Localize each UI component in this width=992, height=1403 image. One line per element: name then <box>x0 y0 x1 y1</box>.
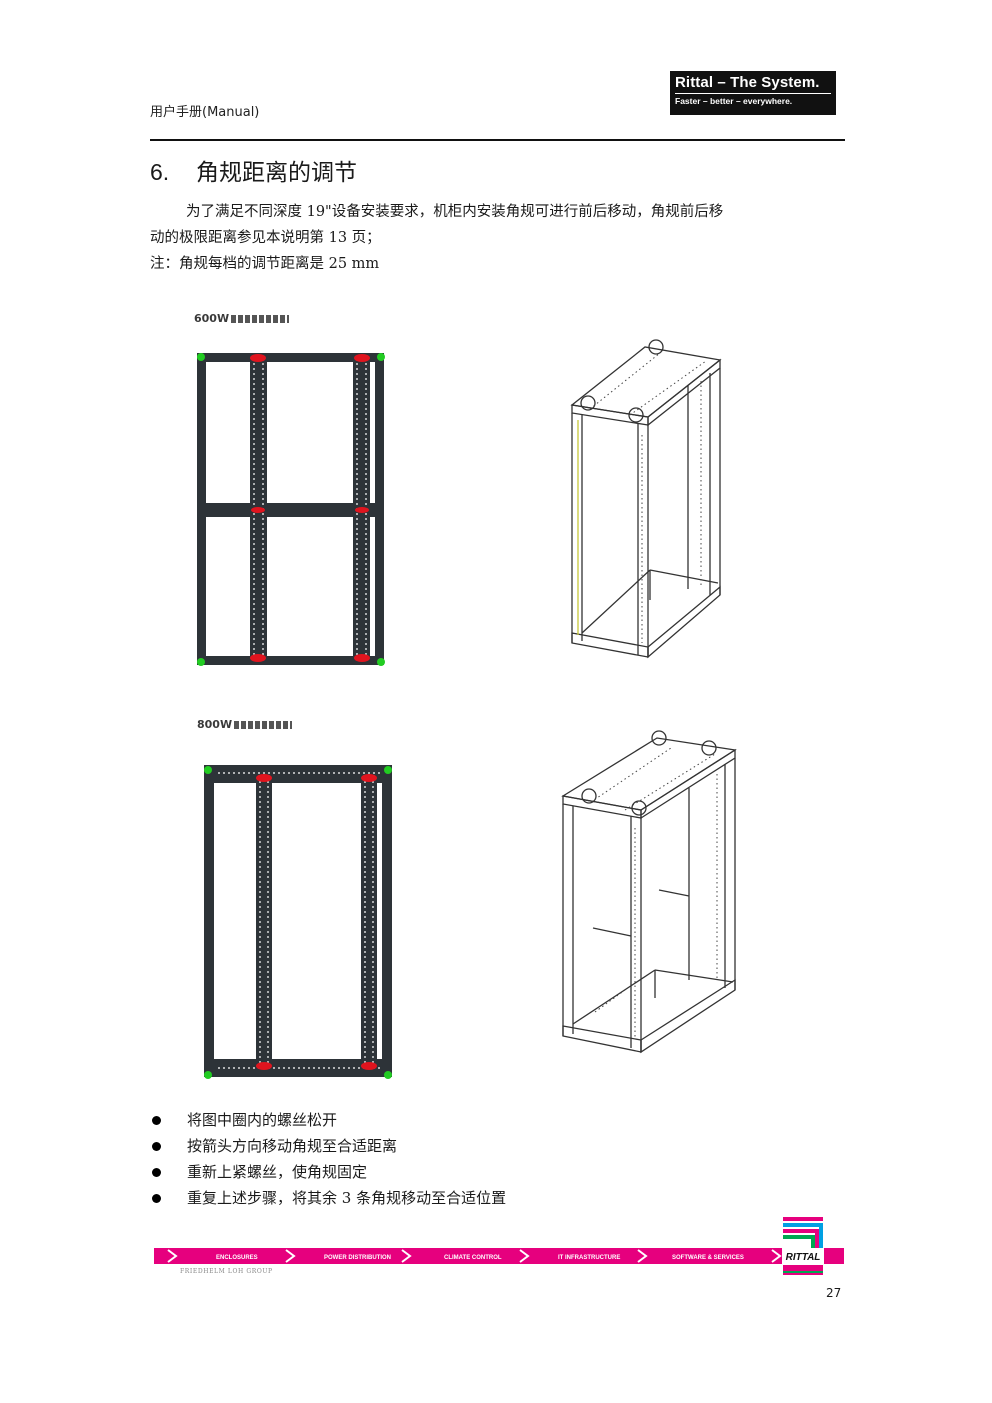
instruction-list: 将图中圈内的螺丝松开 按箭头方向移动角规至合适距离 重新上紧螺丝，使角规固定 重… <box>150 1107 506 1211</box>
footer-nav-enclosures: ENCLOSURES <box>216 1255 258 1261</box>
page-number: 27 <box>826 1286 842 1300</box>
section-heading: 角规距离的调节 <box>196 160 357 186</box>
front-view-600-diagram <box>197 353 385 666</box>
footer-nav-climate: CLIMATE CONTROL <box>444 1255 502 1261</box>
footer-nav-software: SOFTWARE & SERVICES <box>672 1255 744 1261</box>
note-line: 注：角规每档的调节距离是 25 mm <box>150 256 380 272</box>
bullet-icon <box>152 1193 161 1203</box>
header-rule <box>150 139 845 141</box>
footer-nav-it: IT INFRASTRUCTURE <box>558 1255 620 1261</box>
front-view-800-diagram <box>204 765 392 1079</box>
section-number: 6. <box>150 159 170 185</box>
logo-rule <box>675 93 831 94</box>
list-item: 按箭头方向移动角规至合适距离 <box>150 1133 506 1159</box>
list-item: 重新上紧螺丝，使角规固定 <box>150 1159 506 1185</box>
list-item: 将图中圈内的螺丝松开 <box>150 1107 506 1133</box>
rittal-logo: Rittal – The System. Faster – better – e… <box>670 71 836 115</box>
figure-label-600: 600W <box>194 312 290 325</box>
footer-nav-bar: ENCLOSURES POWER DISTRIBUTION CLIMATE CO… <box>154 1248 844 1264</box>
bullet-icon <box>152 1141 161 1151</box>
bullet-icon <box>152 1115 161 1125</box>
footer-group-label: FRIEDHELM LOH GROUP <box>180 1268 273 1275</box>
isometric-view-600-diagram <box>570 339 722 659</box>
bullet-icon <box>152 1167 161 1177</box>
isometric-view-800-diagram <box>561 730 737 1054</box>
footer-nav-power: POWER DISTRIBUTION <box>324 1255 391 1261</box>
logo-main-text: Rittal – The System. <box>675 74 820 91</box>
logo-sub-text: Faster – better – everywhere. <box>675 96 793 106</box>
footer-brand: RITTAL <box>786 1252 821 1263</box>
manual-label: 用户手册(Manual) <box>150 105 260 120</box>
section-title: 6. 角规距离的调节 <box>150 153 357 187</box>
paragraph-line-2: 动的极限距离参见本说明第 13 页； <box>150 230 381 246</box>
paragraph-line-1: 为了满足不同深度 19"设备安装要求，机柜内安装角规可进行前后移动，角规前后移 <box>186 204 724 220</box>
figure-label-800: 800W <box>197 718 293 731</box>
rittal-brand-logo-icon <box>783 1217 823 1275</box>
list-item: 重复上述步骤，将其余 3 条角规移动至合适位置 <box>150 1185 506 1211</box>
